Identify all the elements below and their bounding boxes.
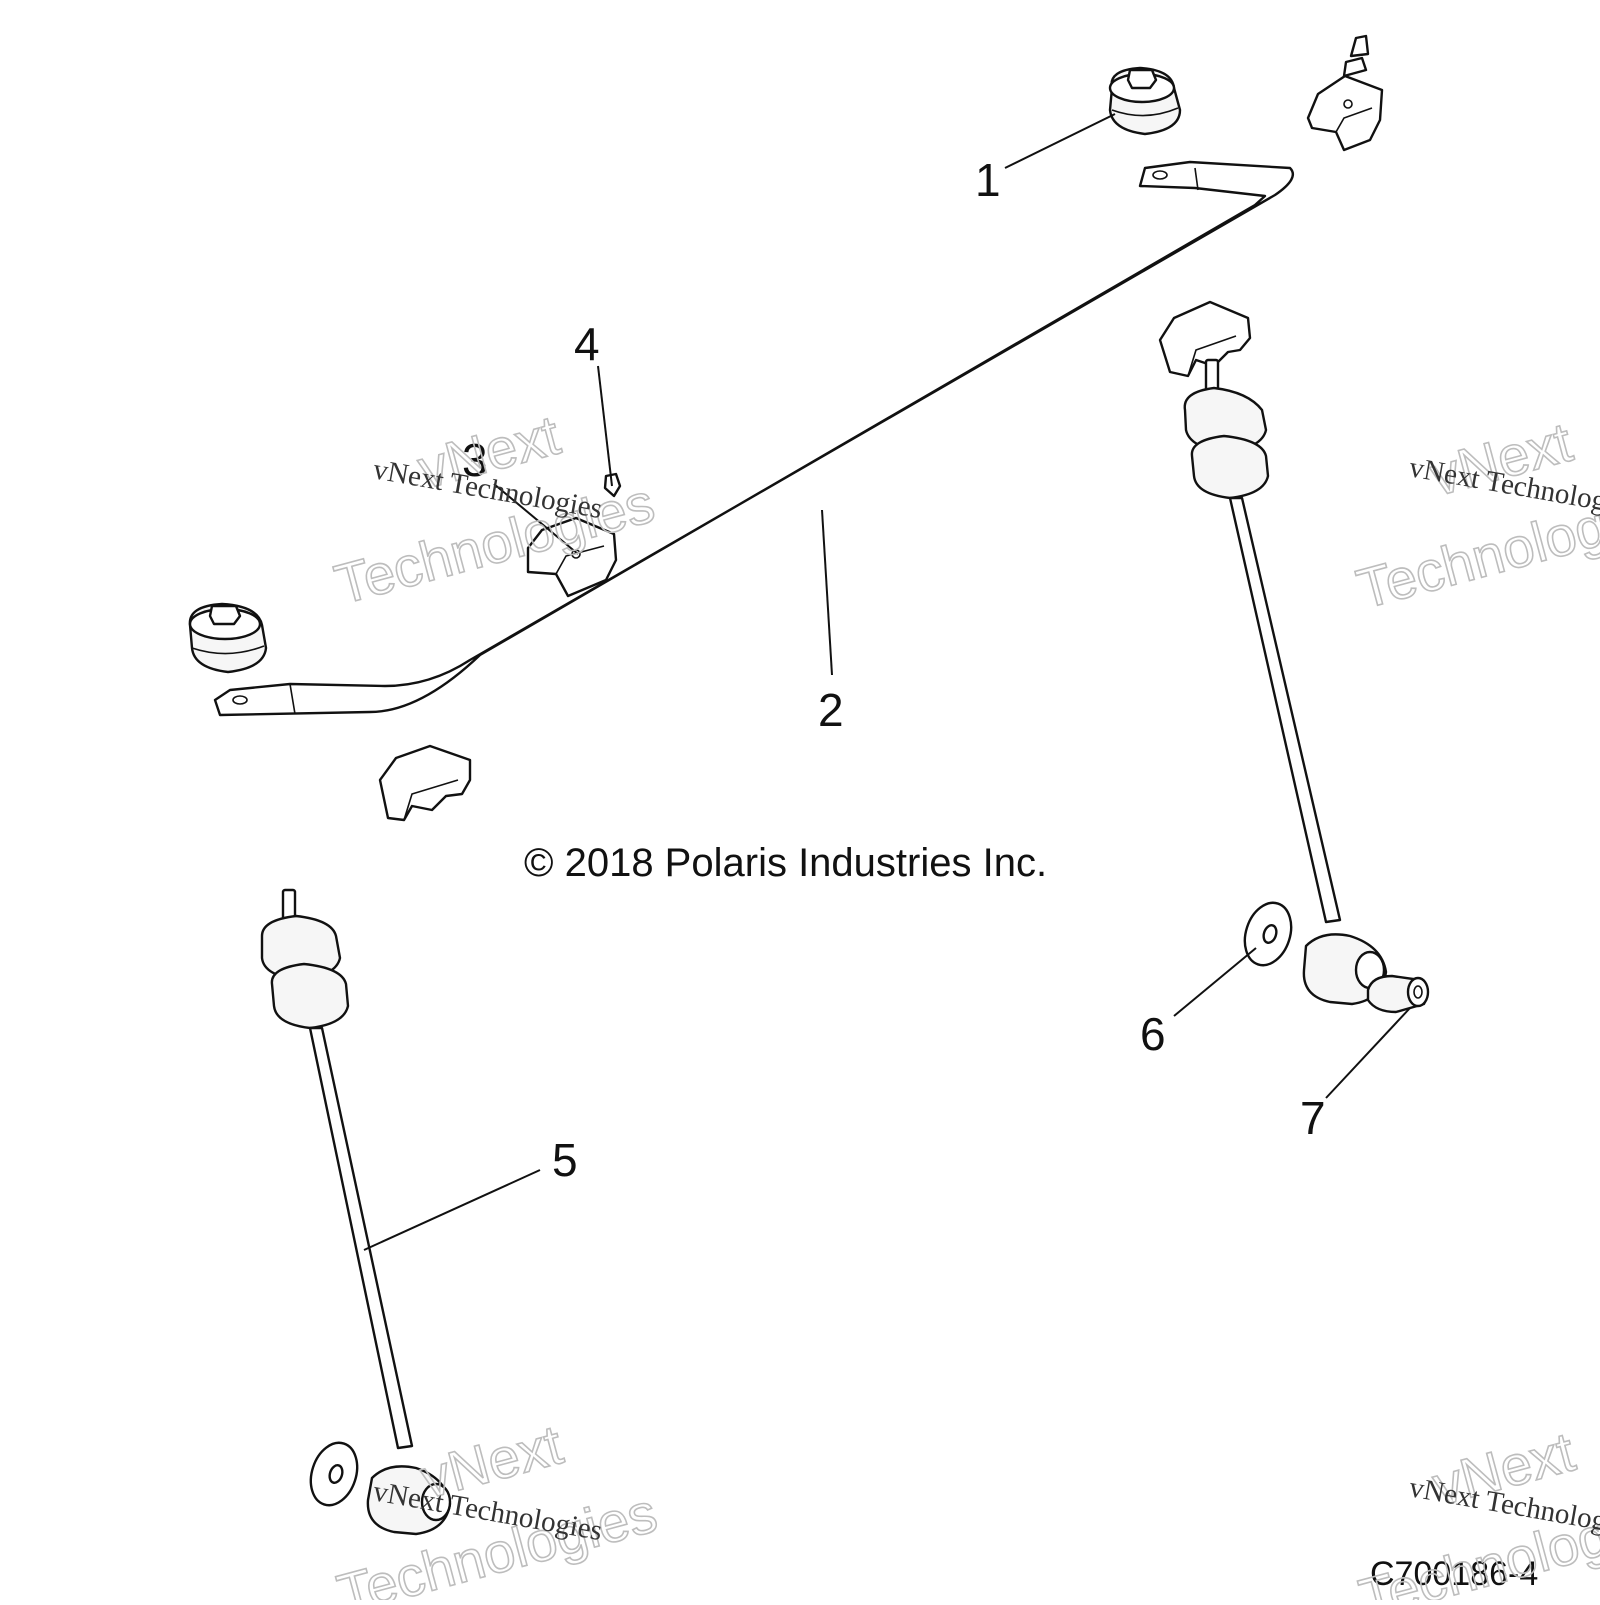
washer-right (1243, 901, 1293, 967)
callout-6: 6 (1140, 1008, 1166, 1060)
bushing-nut-left (188, 602, 268, 674)
bracket-clamp-top-right (1306, 56, 1384, 152)
bracket-clamp-mid-right (1158, 300, 1252, 378)
callout-5: 5 (552, 1134, 578, 1186)
stabilizer-bar (213, 160, 1295, 717)
bracket-clamp-lower-left (378, 744, 472, 822)
callout-4: 4 (574, 318, 600, 370)
callout-7: 7 (1300, 1092, 1326, 1144)
callout-3: 3 (462, 434, 488, 486)
callout-2: 2 (818, 684, 844, 736)
callouts: 1 2 3 4 5 6 7 (462, 154, 1326, 1186)
figure-id: C700186-4 (1370, 1555, 1538, 1593)
stabilizer-link-left (260, 888, 452, 1536)
leader-lines (363, 113, 1411, 1251)
copyright-notice: © 2018 Polaris Industries Inc. (524, 841, 1047, 885)
stabilizer-link-right (1183, 358, 1388, 1006)
bushing-nut-right (1108, 66, 1182, 136)
bracket-clamp-center (526, 516, 618, 598)
washer-left (309, 1441, 359, 1507)
spacer (1366, 974, 1430, 1014)
callout-1: 1 (975, 154, 1001, 206)
